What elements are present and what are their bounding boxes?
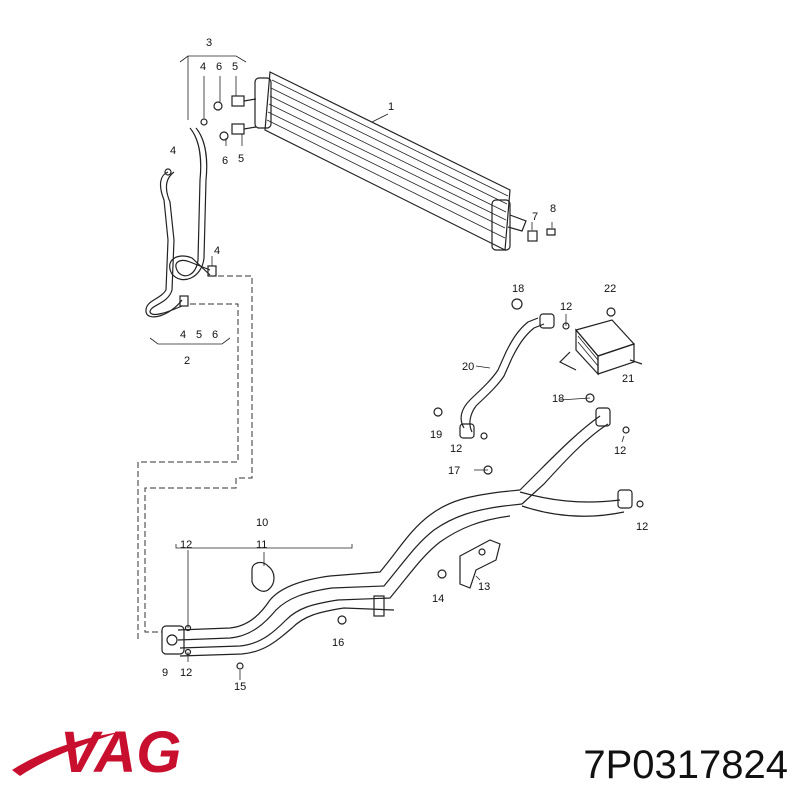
logo-swoosh bbox=[12, 732, 120, 776]
callout-2: 2 bbox=[184, 355, 190, 367]
bolt-cluster-upper bbox=[164, 95, 257, 176]
callout-5: 5 bbox=[232, 61, 238, 73]
callout-21: 21 bbox=[622, 373, 634, 385]
callout-18: 18 bbox=[552, 393, 564, 405]
callout-12: 12 bbox=[636, 521, 648, 533]
callout-4: 4 bbox=[180, 329, 186, 341]
pipe-left-assembly bbox=[145, 127, 217, 318]
lower-pipe-assembly bbox=[161, 407, 633, 657]
callout-20: 20 bbox=[462, 361, 474, 373]
callout-1: 1 bbox=[388, 101, 394, 113]
oil-cooler-radiator bbox=[254, 71, 527, 251]
callout-18: 18 bbox=[512, 283, 524, 295]
callout-22: 22 bbox=[604, 283, 616, 295]
callout-7: 7 bbox=[532, 211, 538, 223]
small-fasteners bbox=[184, 298, 644, 670]
callout-9: 9 bbox=[162, 667, 168, 679]
leader-lines bbox=[149, 55, 625, 680]
callout-6: 6 bbox=[216, 61, 222, 73]
dashed-connection-lines bbox=[137, 275, 253, 640]
vag-logo: VAG bbox=[12, 720, 181, 785]
callout-12: 12 bbox=[180, 667, 192, 679]
callout-12: 12 bbox=[614, 445, 626, 457]
bolt-7-8 bbox=[527, 228, 556, 242]
callout-10: 10 bbox=[256, 517, 268, 529]
callout-12: 12 bbox=[560, 301, 572, 313]
callout-14: 14 bbox=[432, 593, 444, 605]
callout-19: 19 bbox=[430, 429, 442, 441]
callout-16: 16 bbox=[332, 637, 344, 649]
callout-4: 4 bbox=[214, 245, 220, 257]
bracket-13 bbox=[459, 539, 501, 589]
oil-cooler-21 bbox=[558, 319, 643, 376]
callout-6: 6 bbox=[222, 155, 228, 167]
callout-5: 5 bbox=[238, 153, 244, 165]
callout-3: 3 bbox=[206, 37, 212, 49]
callout-12: 12 bbox=[180, 539, 192, 551]
callout-4: 4 bbox=[170, 145, 176, 157]
callout-17: 17 bbox=[448, 465, 460, 477]
part-number: 7P0317824 bbox=[583, 743, 788, 787]
callout-4: 4 bbox=[200, 61, 206, 73]
callout-11: 11 bbox=[256, 539, 267, 551]
pipe-20 bbox=[459, 313, 555, 439]
callout-15: 15 bbox=[234, 681, 246, 693]
clip-11 bbox=[251, 561, 275, 592]
callout-6: 6 bbox=[212, 329, 218, 341]
callout-5: 5 bbox=[196, 329, 202, 341]
callout-8: 8 bbox=[550, 203, 556, 215]
callout-12: 12 bbox=[450, 443, 462, 455]
logo-text: VAG bbox=[60, 720, 181, 785]
callout-labels: 1 3 4 6 5 4 6 5 7 8 4 4 5 6 2 18 22 12 2… bbox=[162, 37, 648, 693]
callout-13: 13 bbox=[478, 581, 490, 593]
